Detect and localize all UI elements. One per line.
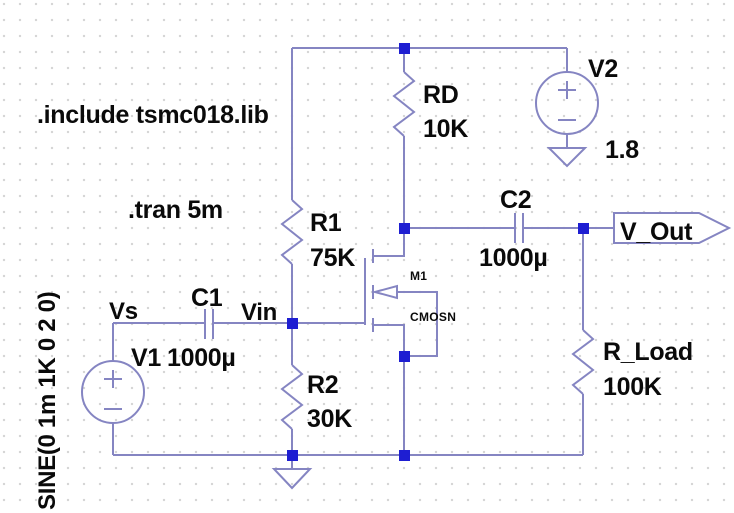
directive-tran[interactable]: .tran 5m [128, 196, 223, 224]
net-label-vout[interactable]: V_Out [620, 218, 693, 246]
junction-dot-source [399, 351, 410, 362]
label-c2-name[interactable]: C2 [500, 186, 532, 214]
net-label-vs[interactable]: Vs [109, 298, 138, 325]
label-v2-name[interactable]: V2 [588, 55, 618, 83]
label-m1-model[interactable]: CMOSN [410, 310, 456, 324]
label-rload-value[interactable]: 100K [603, 373, 662, 401]
junction-dot-top-rail [399, 43, 410, 54]
voltage-source-symbol-v2[interactable] [535, 71, 599, 135]
junction-dot-rail-source [399, 450, 410, 461]
nmos-body-arrow-icon [371, 284, 398, 300]
resistor-symbol-r1[interactable] [280, 199, 304, 265]
junction-dot-gnd [287, 450, 298, 461]
junction-dot-vout [578, 223, 589, 234]
label-c2-value[interactable]: 1000µ [479, 244, 548, 272]
label-v2-value[interactable]: 1.8 [605, 136, 640, 164]
directive-include[interactable]: .include tsmc018.lib [37, 101, 269, 129]
label-v1-name[interactable]: V1 [131, 344, 162, 372]
resistor-symbol-r2[interactable] [280, 364, 304, 430]
label-rd-value[interactable]: 10K [423, 115, 469, 143]
resistor-symbol-rload[interactable] [571, 329, 595, 395]
label-rd-name[interactable]: RD [423, 81, 459, 109]
label-r2-name[interactable]: R2 [307, 371, 339, 399]
wires [112, 47, 614, 469]
wire-rd-to-drain[interactable] [373, 136, 405, 257]
label-m1-name[interactable]: M1 [410, 269, 427, 283]
capacitor-symbol-c2[interactable] [514, 213, 524, 243]
label-r2-value[interactable]: 30K [307, 405, 353, 433]
ground-icon[interactable] [271, 468, 313, 490]
label-v1-value[interactable]: SINE(0 1m 1K 0 2 0) [34, 292, 61, 510]
label-c1-value[interactable]: 1000µ [167, 344, 236, 372]
label-c1-name[interactable]: C1 [191, 284, 223, 312]
net-flag-vout[interactable] [613, 212, 732, 244]
ground-icon-v2[interactable] [546, 147, 588, 168]
junction-dot-vin [287, 318, 298, 329]
label-rload-name[interactable]: R_Load [603, 338, 693, 366]
capacitor-symbol-c1[interactable] [204, 309, 214, 339]
junction-dot-drain [399, 223, 410, 234]
voltage-source-symbol-v1[interactable] [81, 360, 145, 424]
nmos-symbol-m1[interactable] [364, 249, 438, 357]
label-r1-value[interactable]: 75K [310, 244, 356, 272]
label-r1-name[interactable]: R1 [310, 209, 342, 237]
net-label-vin[interactable]: Vin [241, 299, 277, 326]
resistor-symbol-rd[interactable] [392, 71, 416, 137]
